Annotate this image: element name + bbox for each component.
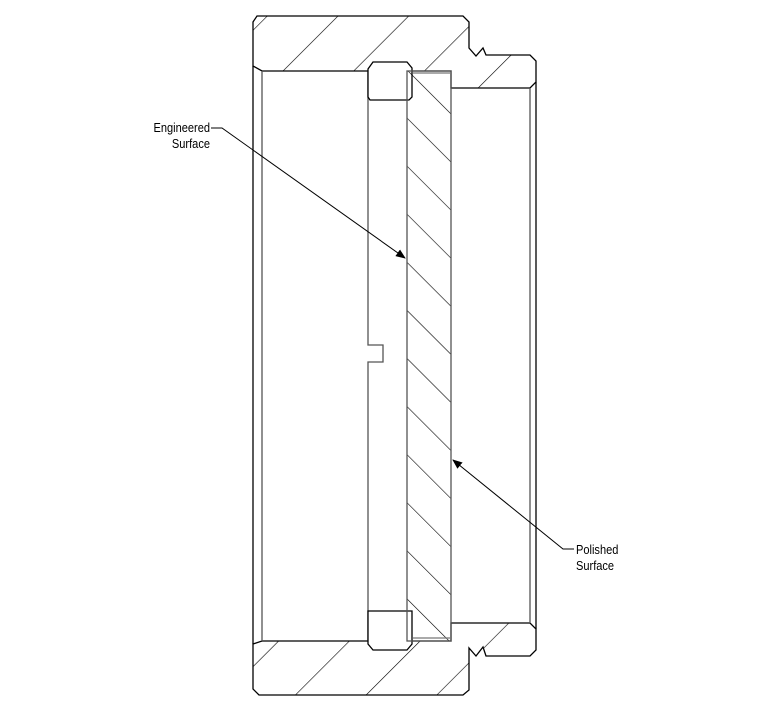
polished-surface-label: Polished Surface bbox=[576, 542, 618, 574]
retaining-ring bbox=[367, 71, 384, 641]
housing-top-section bbox=[252, 15, 537, 89]
label-line: Surface bbox=[171, 136, 210, 151]
engineered-leader bbox=[211, 127, 406, 259]
polished-leader bbox=[452, 459, 574, 550]
o-ring-top bbox=[367, 61, 413, 101]
o-ring-bottom bbox=[367, 610, 413, 651]
label-line: Surface bbox=[576, 558, 615, 573]
engineered-surface-label: Engineered Surface bbox=[140, 120, 210, 152]
label-line: Polished bbox=[576, 542, 619, 557]
label-line: Engineered bbox=[153, 120, 210, 135]
optic-element bbox=[406, 70, 452, 642]
